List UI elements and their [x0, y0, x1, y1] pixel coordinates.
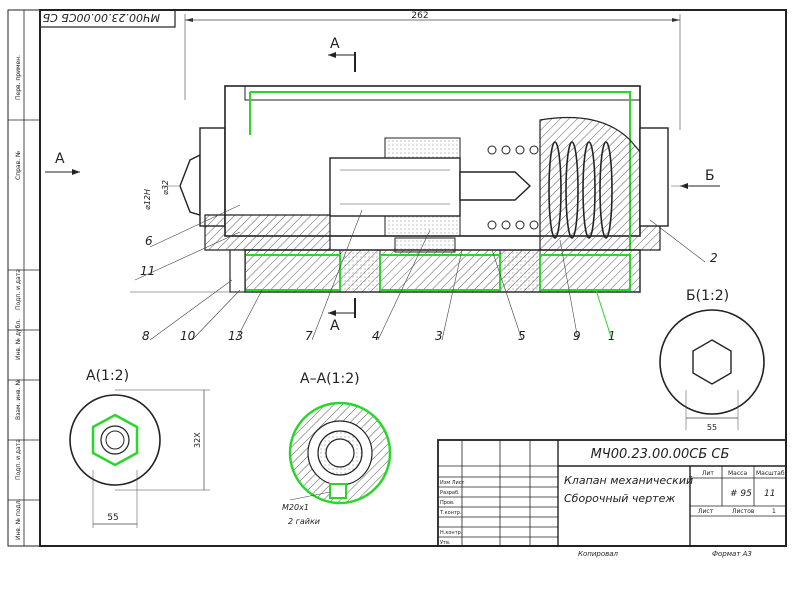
side-strip: Перв. примен. Справ. № Подп. и дата Инв.… — [8, 55, 40, 540]
title-name-line1: Клапан механический — [564, 474, 693, 487]
section-mark-bottom: А — [328, 298, 356, 334]
title-row-4: Н.контр. — [440, 530, 463, 536]
view-a-dim-height: 32Х — [193, 432, 202, 448]
stamp-text: МЧ00.23.00.00СБ СБ — [43, 11, 160, 24]
view-a: А(1:2) 32Х 55 — [69, 368, 210, 528]
view-b-dim-width: 55 — [707, 423, 717, 432]
format-label: Формат А3 — [712, 550, 752, 558]
callouts: 6 11 8 10 13 7 4 3 5 9 1 2 — [134, 204, 718, 343]
callout-5: 5 — [518, 329, 526, 343]
title-name-line2: Сборочный чертеж — [564, 492, 675, 505]
side-strip-3: Подп. и дата — [15, 269, 22, 310]
copied-label: Копировал — [578, 550, 619, 558]
title-sheets-label: Листов — [732, 508, 755, 515]
side-strip-1: Перв. примен. — [15, 55, 22, 100]
callout-10: 10 — [180, 329, 196, 343]
title-row-2: Пров. — [440, 500, 455, 506]
side-strip-7: Инв. № подл. — [15, 499, 22, 540]
diameter-left: ⌀12Н — [143, 189, 152, 210]
title-row-1: Разраб. — [440, 490, 460, 496]
callout-4: 4 — [372, 329, 380, 343]
view-b-letter: Б — [705, 168, 715, 184]
view-a-dim-width: 55 — [107, 513, 118, 523]
side-strip-6: Подп. и дата — [15, 439, 22, 480]
inner-frame — [39, 9, 787, 547]
view-aa-note2: 2 гайки — [288, 517, 320, 526]
section-mark-top-letter: А — [330, 36, 340, 52]
callout-11: 11 — [140, 264, 155, 278]
title-row-0: Изм Лист — [440, 480, 465, 486]
title-col-mass: Масса — [728, 470, 747, 477]
view-b-title: Б(1:2) — [686, 288, 729, 304]
view-a-letter: А — [55, 151, 65, 167]
overall-dim-text: 262 — [411, 11, 428, 21]
side-strip-4: Инв. № дубл. — [15, 319, 22, 360]
view-a-title: А(1:2) — [86, 368, 129, 384]
title-sheets-value: 1 — [772, 508, 776, 515]
title-col-scale: Масштаб — [756, 470, 785, 477]
title-sheet-label: Лист — [698, 508, 714, 515]
callout-13: 13 — [228, 329, 243, 343]
title-row-5: Утв. — [440, 540, 451, 546]
callout-3: 3 — [435, 329, 443, 343]
callout-8: 8 — [142, 329, 150, 343]
title-scale-value: 11 — [764, 489, 775, 499]
title-designation: МЧ00.23.00.00СБ СБ — [591, 447, 730, 462]
section-mark-top: А — [328, 36, 356, 72]
side-strip-5: Взам. инв. № — [15, 379, 22, 420]
callout-7: 7 — [305, 329, 313, 343]
view-a-arrow: А — [45, 151, 80, 175]
view-b-arrow: Б — [680, 168, 720, 189]
view-aa-title: А–А(1:2) — [300, 371, 360, 387]
title-row-3: Т.контр. — [439, 510, 462, 516]
section-mark-bottom-letter: А — [330, 318, 340, 334]
diameter-right: ⌀32 — [161, 180, 170, 195]
callout-9: 9 — [573, 329, 581, 343]
callout-2: 2 — [710, 251, 718, 265]
title-col-lit: Лит — [702, 470, 714, 477]
view-aa-note1: М20х1 — [282, 503, 309, 512]
stamp-box — [39, 9, 176, 28]
title-mass-value: # 95 — [730, 489, 752, 499]
overall-dimension: 262 — [184, 11, 681, 130]
view-b: Б(1:2) 55 — [659, 288, 765, 432]
side-strip-2: Справ. № — [15, 151, 22, 180]
title-block: МЧ00.23.00.00СБ СБ Клапан механический С… — [437, 439, 787, 547]
main-section: ⌀12Н ⌀32 — [130, 85, 690, 293]
view-aa: А–А(1:2) М20х1 2 гайки — [282, 371, 392, 526]
callout-6: 6 — [145, 234, 153, 248]
callout-1: 1 — [608, 329, 616, 343]
